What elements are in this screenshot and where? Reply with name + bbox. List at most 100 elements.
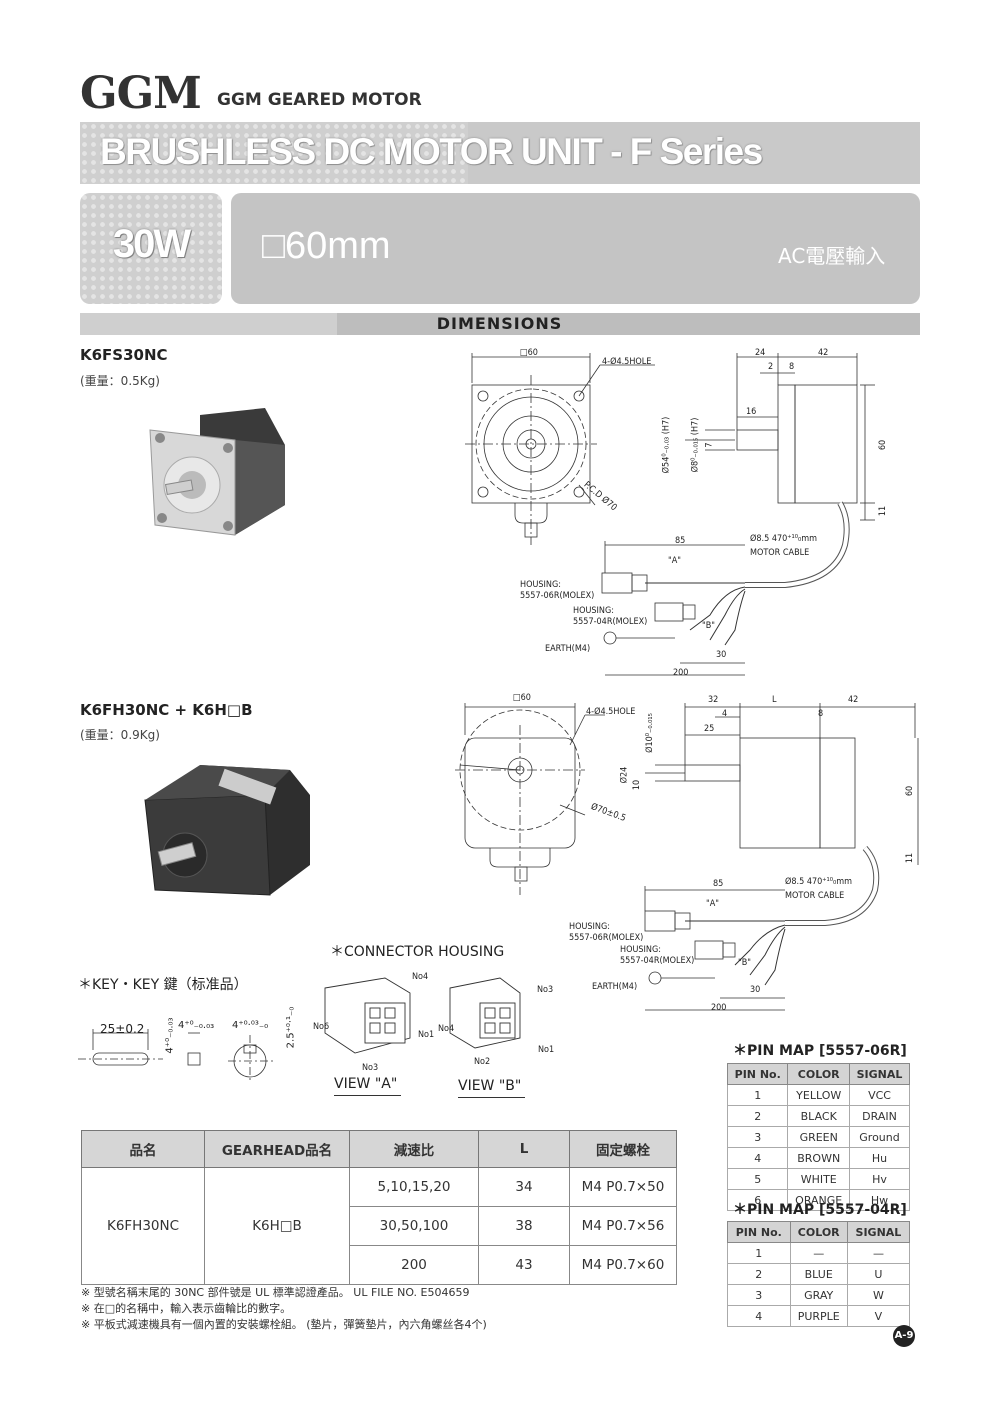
view-b-label: VIEW "B" xyxy=(458,1078,526,1098)
model1-motor-photo xyxy=(149,408,285,536)
table-row: K6FH30NC K6H□B 5,10,15,20 34 M4 P0.7×50 xyxy=(81,1167,677,1285)
header-color: COLOR xyxy=(787,1063,851,1085)
header-model: 品名 xyxy=(81,1130,205,1168)
cell: WHITE xyxy=(787,1168,851,1190)
key-title: ＊KEY・KEY 鍵（标准品） xyxy=(78,977,248,993)
cell: 43 xyxy=(478,1245,570,1285)
m1-housing1b: 5557-06R(MOLEX) xyxy=(520,591,595,601)
series-title: BRUSHLESS DC MOTOR UNIT - F Series xyxy=(100,131,763,172)
brand-logo: GGM xyxy=(80,68,202,119)
cell: Hv xyxy=(849,1168,910,1190)
m2-d4: 4 xyxy=(722,709,728,719)
cell: 4 xyxy=(727,1305,791,1327)
m2-d25: 25 xyxy=(704,724,715,734)
header-color: COLOR xyxy=(789,1221,848,1243)
m1-d24: 24 xyxy=(755,348,766,358)
cell: 5 xyxy=(726,1168,789,1190)
cell: — xyxy=(789,1242,848,1264)
table-row: 200 43 M4 P0.7×60 xyxy=(82,1245,677,1285)
key-h1: 4⁺⁰₋₀.₀₃ xyxy=(164,1017,176,1054)
cell: 1 xyxy=(727,1242,791,1264)
m1-d7: 7 xyxy=(704,442,715,448)
note-3: ※ 平板式減速機具有一個內置的安裝螺栓組。 (墊片，彈簧墊片，內六角螺丝各4个) xyxy=(81,1318,487,1331)
pin-map-04r-title: ＊PIN MAP [5557-04R] xyxy=(733,1202,907,1218)
key-h2: 2.5⁺⁰·¹₋₀ xyxy=(285,1006,297,1049)
m2-d30: 30 xyxy=(750,985,761,995)
cell: 5,10,15,20 xyxy=(349,1167,479,1207)
conn-a-no3: No3 xyxy=(362,1063,379,1073)
m1-housing2b: 5557-04R(MOLEX) xyxy=(573,617,648,627)
connector-title: ＊CONNECTOR HOUSING xyxy=(330,944,505,960)
m2-housing2b: 5557-04R(MOLEX) xyxy=(620,956,695,966)
model1-weight: (重量：0.5Kg) xyxy=(80,374,160,388)
key-drawing xyxy=(78,1029,273,1080)
cell: BLACK xyxy=(787,1105,851,1127)
key-w2: 4⁺⁰·⁰³₋₀ xyxy=(232,1020,269,1031)
cell: GREEN xyxy=(787,1126,851,1148)
input-type-label: AC電壓輸入 xyxy=(778,244,886,268)
m2-shaft: Ø10⁰₋₀.₀₁₅ xyxy=(644,713,655,753)
m2-d42: 42 xyxy=(848,695,859,705)
m1-d42: 42 xyxy=(818,348,829,358)
power-box xyxy=(80,193,222,304)
cell: W xyxy=(846,1284,911,1306)
cell: Ground xyxy=(849,1126,910,1148)
m2-d60: 60 xyxy=(905,785,916,797)
spec-table: 品名 GEARHEAD品名 減速比 L 固定螺栓 K6FH30NC K6H□B … xyxy=(81,1130,677,1285)
m1-shaft1: Ø54⁰₋₀.₀₃ (H7) xyxy=(661,416,672,474)
cell: GRAY xyxy=(789,1284,848,1306)
header-pin: PIN No. xyxy=(726,1063,789,1085)
m2-d8: 8 xyxy=(818,709,824,719)
model2-motor-photo xyxy=(144,765,310,896)
cell: BLUE xyxy=(789,1263,848,1285)
cell: M4 P0.7×50 xyxy=(569,1167,677,1207)
m2-d85: 85 xyxy=(713,879,724,889)
note-1: ※ 型號名稱末尾的 30NC 部件號是 UL 標準認證產品。 UL FILE N… xyxy=(81,1286,470,1299)
power-label: 30W xyxy=(112,222,191,266)
cell: VCC xyxy=(849,1084,910,1106)
header-l: L xyxy=(478,1130,570,1168)
cell: YELLOW xyxy=(787,1084,851,1106)
m1-view-b: "B" xyxy=(702,621,715,631)
cell: ORANGE xyxy=(787,1189,851,1211)
cell: U xyxy=(846,1263,911,1285)
cell: 30,50,100 xyxy=(349,1206,479,1246)
m1-housing1: HOUSING: xyxy=(520,580,561,590)
cell: Hw xyxy=(849,1189,910,1211)
conn-b-no1: No1 xyxy=(538,1045,555,1055)
header-pin: PIN No. xyxy=(727,1221,791,1243)
cell: DRAIN xyxy=(849,1105,910,1127)
conn-b-no3: No3 xyxy=(537,985,554,995)
pin-map-06r-title: ＊PIN MAP [5557-06R] xyxy=(733,1043,907,1059)
m1-d11: 11 xyxy=(878,505,889,517)
conn-b-no4: No4 xyxy=(438,1024,455,1034)
m2-hole: 4-Ø4.5HOLE xyxy=(586,707,636,717)
header-ratio: 減速比 xyxy=(349,1130,479,1168)
cell: 3 xyxy=(726,1126,789,1148)
series-banner-pattern xyxy=(80,122,468,184)
conn-a-no6: No6 xyxy=(313,1022,330,1032)
m2-view-b: "B" xyxy=(738,958,751,968)
cell: 3 xyxy=(727,1284,791,1306)
m2-housing2: HOUSING: xyxy=(620,945,661,955)
page-number-badge: A-9 xyxy=(893,1325,915,1347)
m1-housing2: HOUSING: xyxy=(573,606,614,616)
cell: 2 xyxy=(726,1105,789,1127)
cell: 6 xyxy=(726,1189,789,1211)
table-row: 30,50,100 38 M4 P0.7×56 xyxy=(82,1206,677,1246)
m2-d11: 11 xyxy=(905,852,916,864)
dimensions-title: DIMENSIONS xyxy=(436,314,563,333)
m2-housing1: HOUSING: xyxy=(569,922,610,932)
m2-cable-label: MOTOR CABLE xyxy=(785,891,845,901)
cell: 4 xyxy=(726,1147,789,1169)
cell-gearhead: K6H□B xyxy=(204,1167,350,1285)
model1-dimension-drawing xyxy=(465,353,875,676)
m2-d10: 10 xyxy=(632,779,643,791)
